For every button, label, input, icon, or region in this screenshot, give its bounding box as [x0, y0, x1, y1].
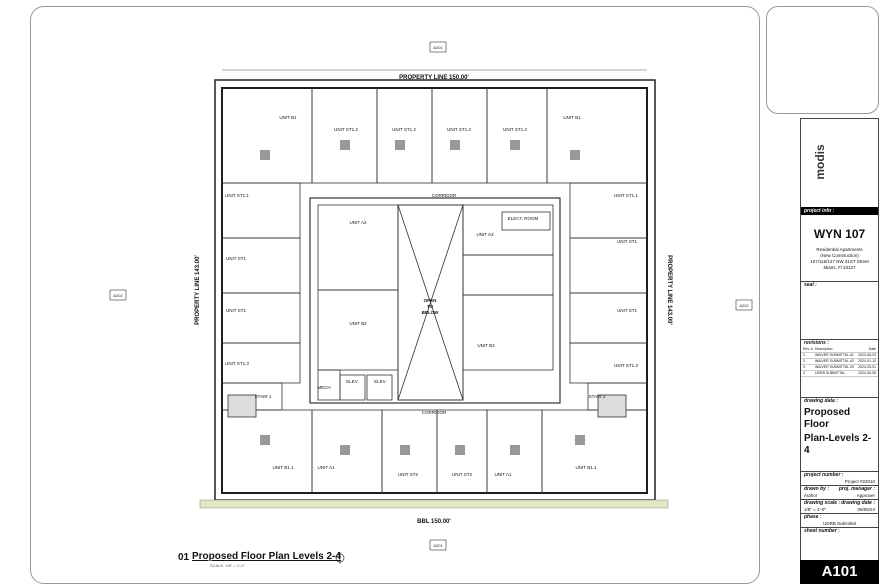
seal-header: seal :: [801, 281, 878, 289]
property-line-left: PROPERTY LINE 143.00': [195, 255, 201, 325]
unit-label: UNIT ST2: [398, 472, 418, 477]
drawing-date-value: 06/05/24: [857, 507, 875, 512]
unit-label: UNIT B1: [563, 115, 581, 120]
project-name: WYN 107: [813, 227, 866, 241]
unit-label: UNIT ST1.1: [614, 193, 638, 198]
unit-label: UNIT ST1.1: [225, 193, 249, 198]
drawing-sheet: [30, 6, 760, 584]
unit-label: UNIT ST2: [452, 472, 472, 477]
stair-label: STAIR 1: [255, 394, 272, 399]
project-desc-1: Residential Apartments: [816, 247, 863, 252]
svg-text:modis: modis: [813, 144, 827, 180]
property-line-bottom: BBL 150.00': [417, 519, 451, 525]
drawing-title-1: Proposed Floor: [804, 407, 851, 430]
sheet-number-label: sheet number :: [801, 527, 878, 535]
unit-label: UNIT B1.1: [576, 465, 597, 470]
project-address-2: Miami, Fl 33127: [823, 265, 856, 270]
title-block-top-panel: [766, 6, 879, 114]
section-tag-right: A202: [739, 303, 749, 308]
unit-label: UNIT A3: [477, 232, 494, 237]
proj-manager-value: Approver: [856, 493, 875, 498]
unit-label: UNIT ST1.2: [503, 127, 527, 132]
corridor-label: CORRIDOR: [432, 193, 457, 198]
plan-number: 01: [178, 552, 190, 563]
unit-label: UNIT A1: [318, 465, 335, 470]
section-tag-left: A202: [113, 293, 123, 298]
project-number-header: project number :: [801, 471, 878, 479]
unit-label: UNIT B1.1: [273, 465, 294, 470]
elev-label: ELEV: [374, 379, 386, 384]
phase-value: UDRB Submittal: [823, 521, 856, 526]
unit-label: UNIT ST1.3: [614, 363, 638, 368]
unit-label: UNIT A2: [350, 220, 367, 225]
firm-logo: modis: [813, 144, 827, 180]
sheet-number-value: A101: [800, 560, 879, 584]
unit-label: UNIT B1: [279, 115, 297, 120]
project-number-value: Project #22010: [844, 479, 875, 484]
mech-label: MECH: [317, 385, 330, 390]
property-line-top: PROPERTY LINE 150.00': [399, 75, 469, 81]
project-info-header: project info :: [801, 207, 878, 215]
drawing-scale-label: drawing scale :: [804, 500, 841, 506]
project-desc-2: (New Construction): [820, 253, 859, 258]
plan-scale: SCALE: 1/8" = 1'-0": [210, 563, 245, 568]
drawing-date-label: drawing date :: [841, 500, 875, 506]
drawing-title-2: Plan-Levels 2-4: [804, 433, 872, 456]
section-tag-bottom: A201: [433, 543, 443, 548]
unit-label: UNIT ST1: [617, 308, 637, 313]
project-address-1: 107/115/127 NW 31ST Street: [810, 259, 869, 264]
unit-label: UNIT ST1.2: [392, 127, 416, 132]
unit-label: UNIT ST1: [617, 239, 637, 244]
open-below-label: OPEN: [424, 298, 437, 303]
unit-label: UNIT B3: [477, 343, 495, 348]
corridor-label: CORRIDOR: [422, 410, 447, 415]
drawn-by-value: Author: [804, 493, 818, 498]
title-block: project info : WYN 107 Residential Apart…: [800, 118, 879, 584]
unit-label: UNIT B2: [349, 321, 367, 326]
unit-label: UNIT A1: [495, 472, 512, 477]
section-tag-top: A201: [433, 45, 443, 50]
drawn-by-label: drawn by :: [804, 486, 830, 492]
property-line-right: PROPERTY LINE 143.00': [666, 255, 672, 325]
plan-title: Proposed Floor Plan Levels 2-4: [192, 551, 341, 562]
phase-label: phase :: [801, 513, 878, 521]
landscape-strip: [199, 499, 669, 509]
elev-label: ELEV: [346, 379, 358, 384]
drawing-data-header: drawing data :: [801, 397, 878, 405]
stair-label: STAIR 2: [589, 394, 606, 399]
proj-manager-label: proj. manager :: [838, 486, 875, 492]
elect-room-label: ELECT. ROOM: [508, 216, 539, 221]
unit-label: UNIT ST1: [226, 256, 246, 261]
open-below-label: BELOW: [422, 310, 440, 315]
drawing-scale-value: 1/8" = 1'-0": [804, 507, 826, 512]
unit-label: UNIT ST1.2: [334, 127, 358, 132]
revision-header-row: Rev. # Description Date: [801, 347, 878, 353]
unit-label: UNIT ST1.3: [225, 361, 249, 366]
open-below-label: TO: [427, 304, 434, 309]
unit-label: UNIT ST1: [226, 308, 246, 313]
revisions-header: revisions :: [801, 339, 878, 347]
unit-label: UNIT ST1.2: [447, 127, 471, 132]
unit-b1-top-left: [221, 87, 313, 184]
